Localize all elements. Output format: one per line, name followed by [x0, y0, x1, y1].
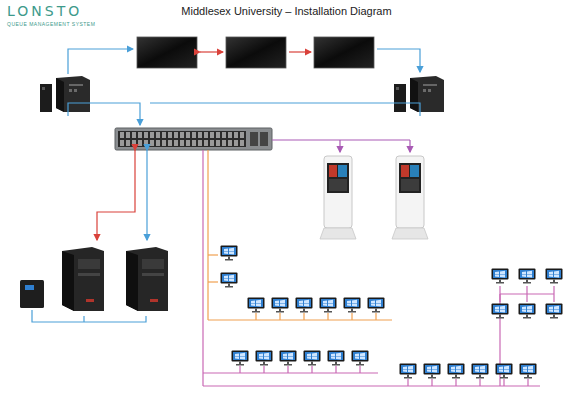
counter-pcs	[221, 246, 385, 313]
brand-tagline: QUEUE MANAGEMENT SYSTEM	[7, 21, 95, 27]
display-screens	[137, 37, 374, 68]
desk-links	[203, 150, 554, 386]
kiosk-links	[272, 140, 410, 152]
brand-logo: LONSTO	[7, 3, 82, 19]
media-pc	[40, 76, 90, 112]
server-tower	[126, 247, 168, 311]
counter-links	[208, 150, 392, 320]
network-switch	[115, 128, 272, 150]
screen-links	[68, 49, 420, 74]
diagram-title: Middlesex University – Installation Diag…	[0, 5, 573, 17]
ups-unit	[20, 280, 44, 308]
desk-pcs	[232, 269, 563, 379]
pc-links	[68, 103, 420, 125]
server-tower	[62, 247, 104, 311]
media-pc	[394, 76, 444, 112]
ticket-kiosk	[320, 156, 356, 239]
ticket-kiosk	[392, 156, 428, 239]
